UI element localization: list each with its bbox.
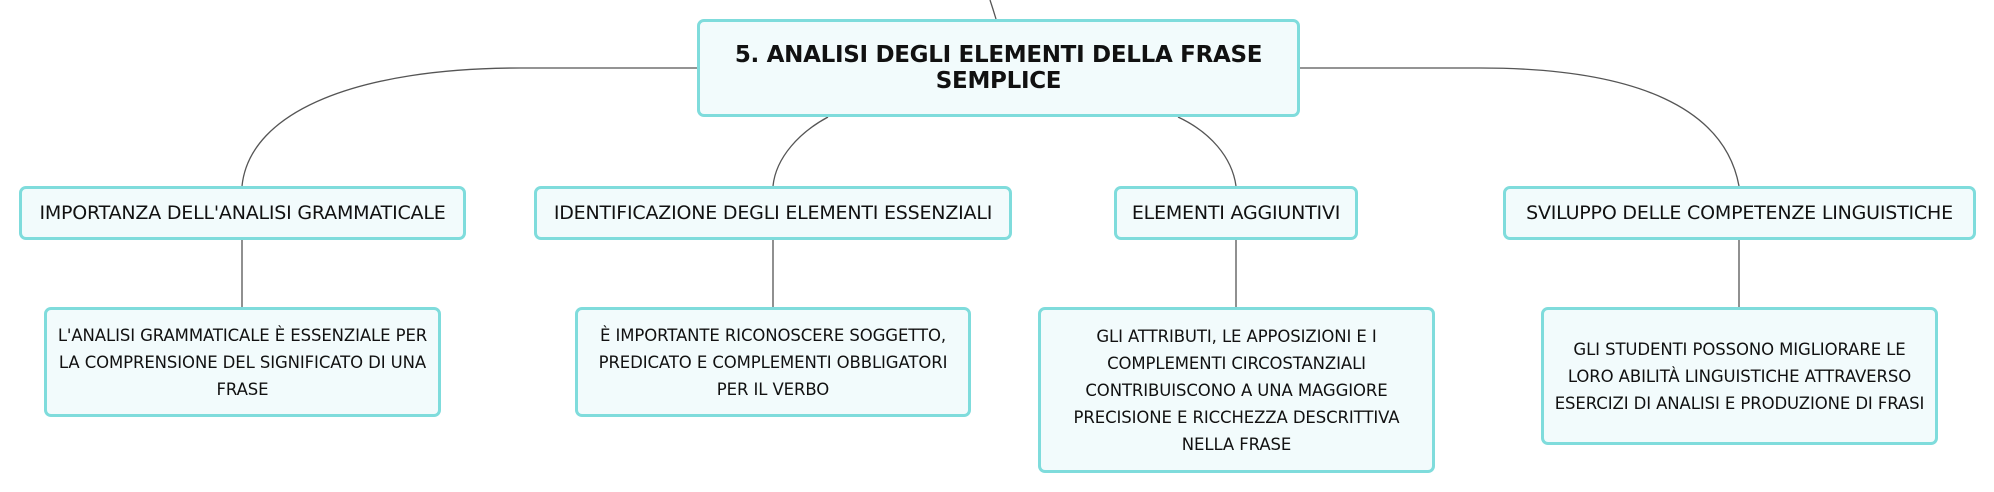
parent-connector [989, 0, 997, 20]
topic-node-sviluppo[interactable]: SVILUPPO DELLE COMPETENZE LINGUISTICHE [1503, 186, 1976, 240]
topic-node-elementi-aggiuntivi[interactable]: ELEMENTI AGGIUNTIVI [1114, 186, 1358, 240]
topic-node-label: ELEMENTI AGGIUNTIVI [1131, 202, 1341, 224]
topic-node-label: IMPORTANZA DELL'ANALISI GRAMMATICALE [39, 202, 446, 224]
topic-node-label: SVILUPPO DELLE COMPETENZE LINGUISTICHE [1526, 202, 1953, 224]
detail-node-text: L'ANALISI GRAMMATICALE È ESSENZIALE PER … [57, 325, 428, 399]
detail-node-sviluppo[interactable]: GLI STUDENTI POSSONO MIGLIORARE LE LORO … [1541, 307, 1938, 445]
detail-node-identificazione[interactable]: È IMPORTANTE RICONOSCERE SOGGETTO, PREDI… [575, 307, 971, 417]
connector-root-topic-1 [241, 67, 697, 187]
topic-node-label: IDENTIFICAZIONE DEGLI ELEMENTI ESSENZIAL… [553, 202, 993, 224]
topic-node-importanza[interactable]: IMPORTANZA DELL'ANALISI GRAMMATICALE [19, 186, 466, 240]
detail-node-text: È IMPORTANTE RICONOSCERE SOGGETTO, PREDI… [598, 325, 948, 399]
connector-root-topic-4 [1300, 67, 1740, 187]
connector-root-topic-3 [1177, 116, 1237, 187]
root-node-label: 5. ANALISI DEGLI ELEMENTI DELLA FRASE SE… [734, 42, 1263, 94]
detail-node-elementi-aggiuntivi[interactable]: GLI ATTRIBUTI, LE APPOSIZIONI E I COMPLE… [1038, 307, 1435, 473]
detail-node-text: GLI STUDENTI POSSONO MIGLIORARE LE LORO … [1554, 339, 1925, 413]
topic-node-identificazione[interactable]: IDENTIFICAZIONE DEGLI ELEMENTI ESSENZIAL… [534, 186, 1012, 240]
detail-node-importanza[interactable]: L'ANALISI GRAMMATICALE È ESSENZIALE PER … [44, 307, 441, 417]
root-node[interactable]: 5. ANALISI DEGLI ELEMENTI DELLA FRASE SE… [697, 19, 1300, 117]
detail-node-text: GLI ATTRIBUTI, LE APPOSIZIONI E I COMPLE… [1073, 326, 1400, 454]
connector-root-topic-2 [772, 116, 829, 187]
